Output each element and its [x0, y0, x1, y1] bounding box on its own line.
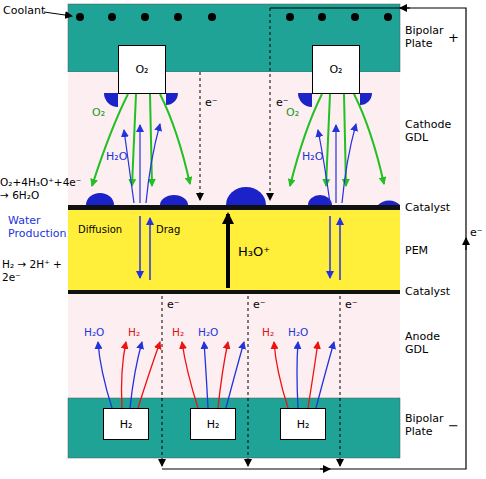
electron-label: e⁻: [167, 298, 180, 311]
gas-channel: O₂: [312, 45, 360, 94]
hydrogen-label: H₂: [172, 326, 184, 339]
water-label: H₂O: [288, 326, 308, 339]
layer-label: Catalyst: [405, 285, 450, 298]
hydrogen-label: H₂: [262, 326, 274, 339]
channel-gas-label: O₂: [329, 63, 342, 76]
gas-channel: O₂: [118, 45, 166, 94]
anode-reaction: H₂ → 2H⁺ + 2e⁻: [2, 258, 66, 283]
water-label: H₂O: [106, 150, 127, 163]
layer-label: Bipolar Plate: [405, 412, 455, 438]
channel-gas-label: H₂: [207, 418, 220, 431]
electron-label: e⁻: [205, 96, 218, 109]
hydrogen-label: H₂: [128, 326, 140, 339]
electron-label: e⁻: [253, 298, 266, 311]
layer-label: Catalyst: [405, 201, 450, 214]
polarity-sign: +: [448, 30, 459, 46]
gas-channel: H₂: [190, 408, 236, 440]
polarity-sign: −: [448, 418, 459, 434]
channel-gas-label: H₂: [120, 418, 133, 431]
layer-label: PEM: [405, 244, 428, 257]
gas-channel: H₂: [280, 408, 326, 440]
channel-gas-label: O₂: [135, 63, 148, 76]
electron-label: e⁻: [345, 298, 358, 311]
layer-label: Cathode GDL: [405, 118, 461, 144]
coolant-label: Coolant: [3, 4, 45, 17]
oxygen-label: O₂: [92, 106, 105, 119]
layer-label: Bipolar Plate: [405, 24, 455, 50]
water-production-label: Water Production: [8, 214, 70, 240]
water-label: H₂O: [84, 326, 104, 339]
channel-gas-label: H₂: [297, 418, 310, 431]
electron-label: e⁻: [276, 96, 289, 109]
cathode-reaction: O₂+4H₃O⁺+4e⁻ → 6H₂O: [0, 176, 92, 201]
electron-label: e⁻: [470, 226, 483, 239]
layer-label: Anode GDL: [405, 330, 461, 356]
water-label: H₂O: [198, 326, 218, 339]
diffusion-label: Diffusion: [78, 224, 122, 236]
hydronium-label: H₃O⁺: [238, 244, 270, 260]
water-label: H₂O: [302, 150, 323, 163]
drag-label: Drag: [156, 224, 180, 236]
gas-channel: H₂: [103, 408, 149, 440]
